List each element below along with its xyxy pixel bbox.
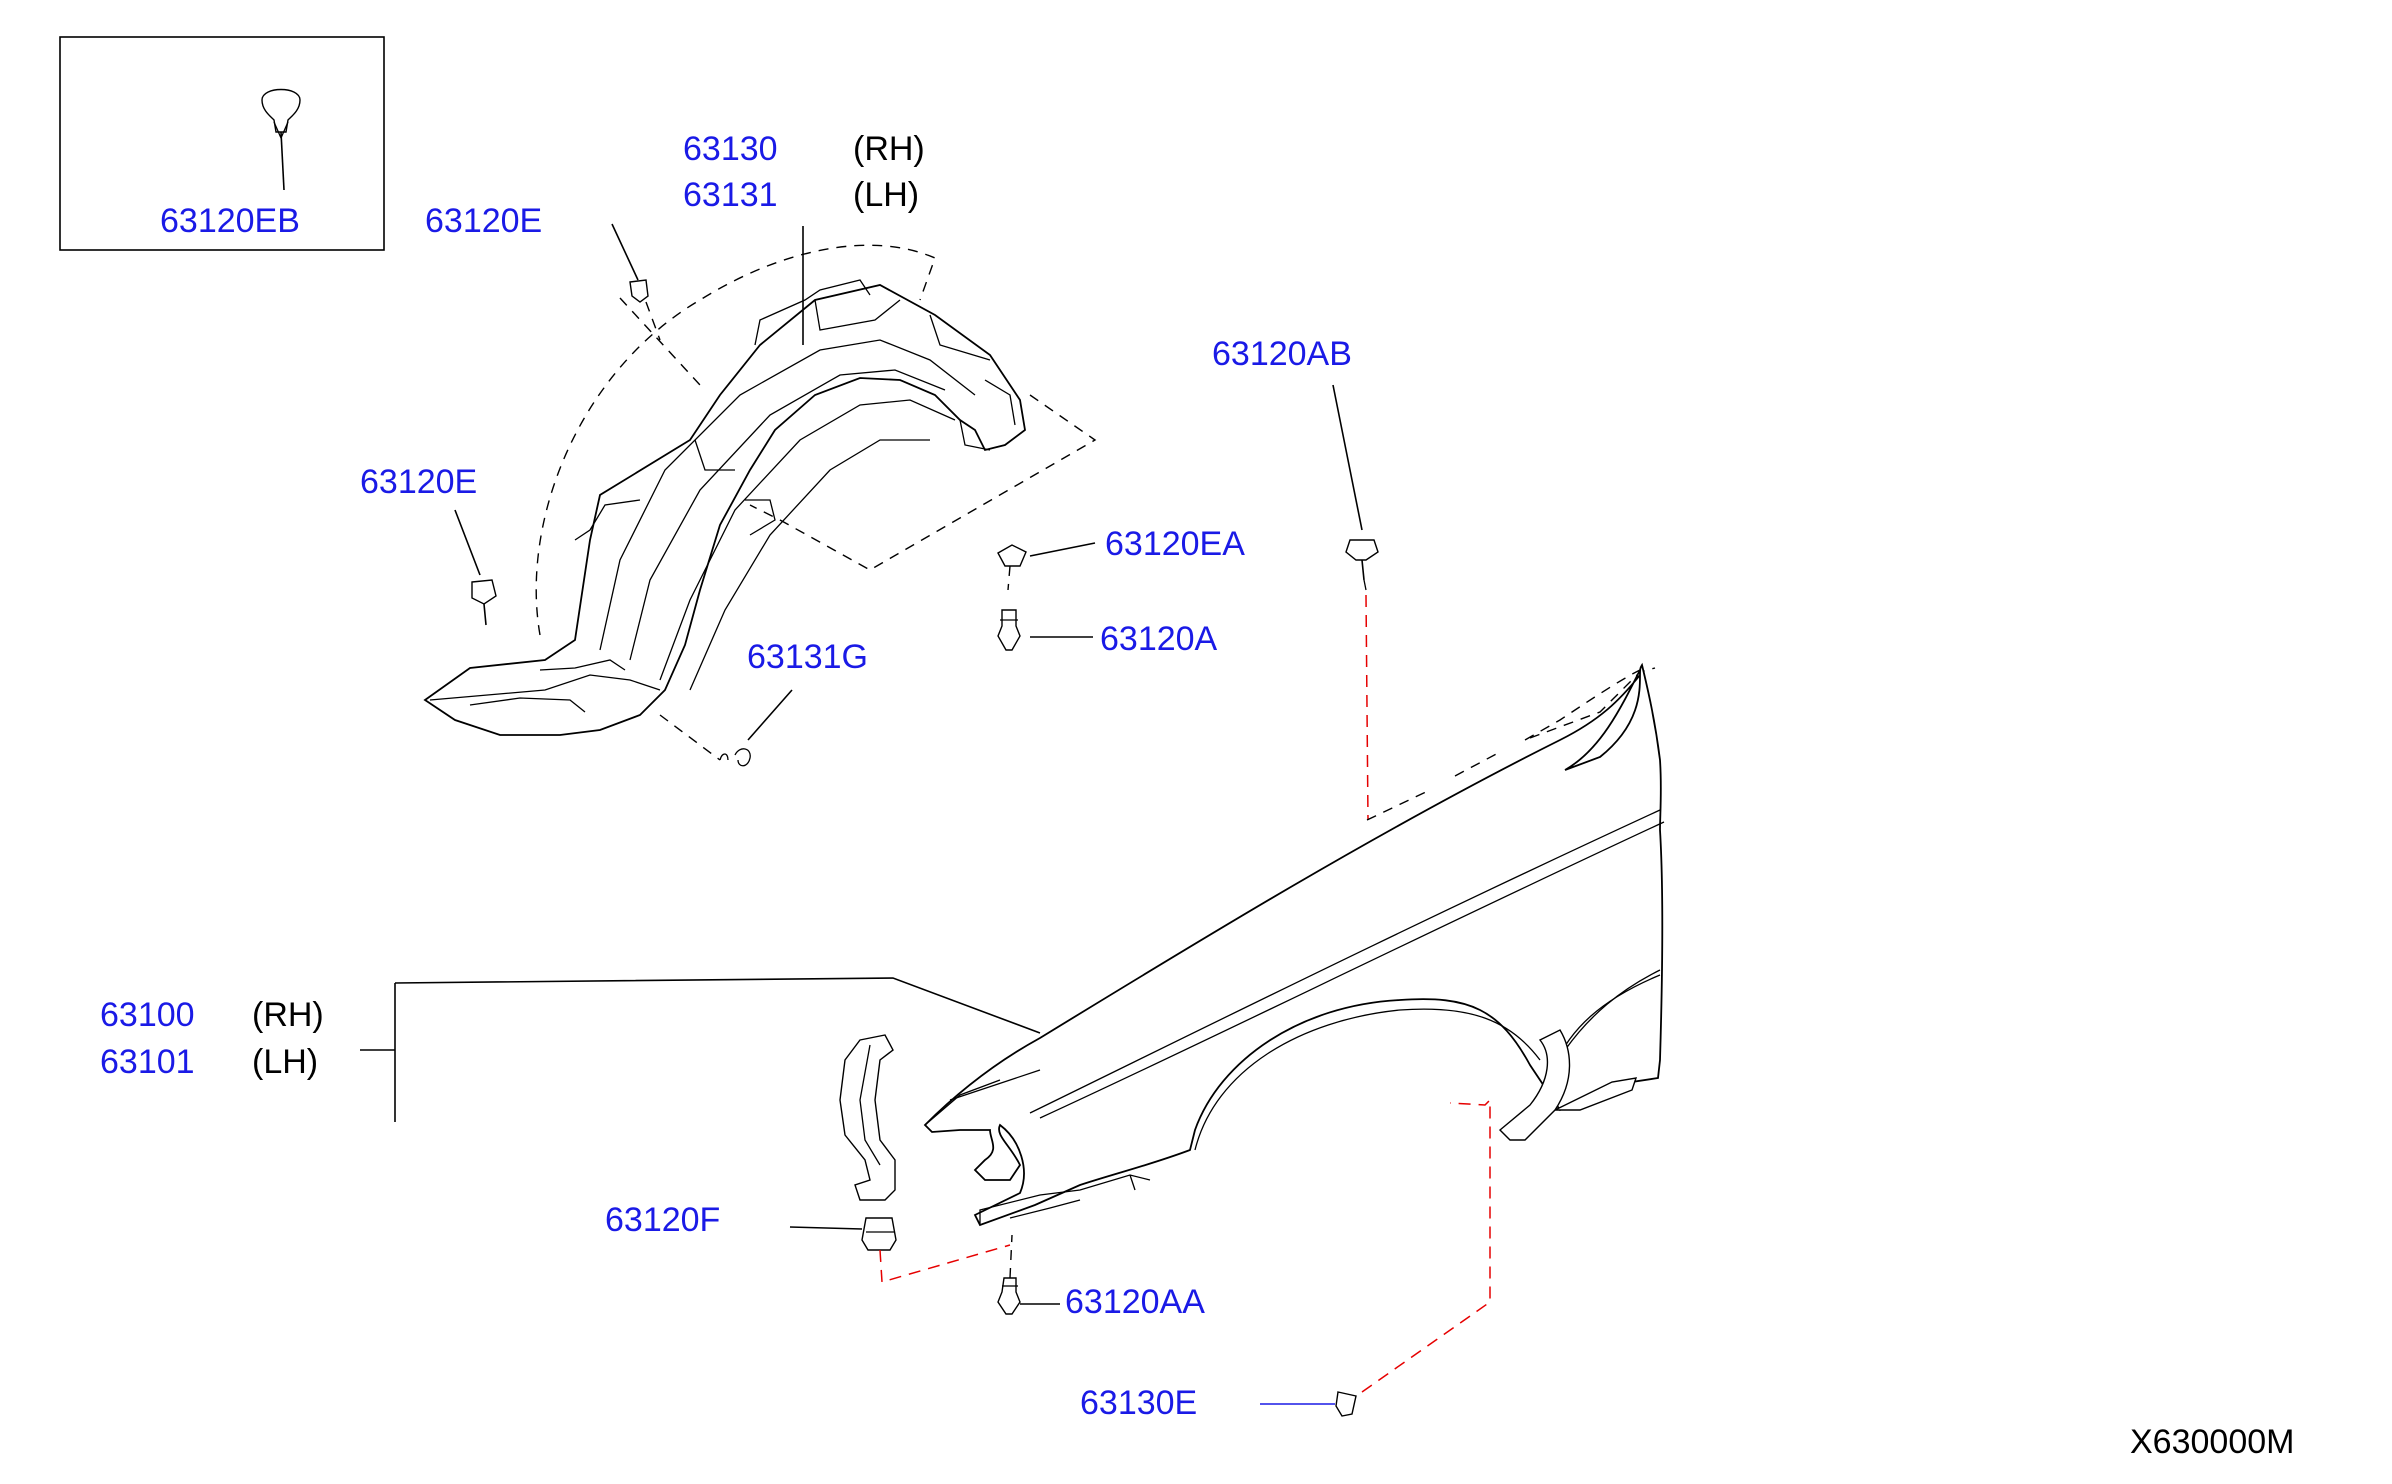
part-63120AA-label[interactable]: 63120AA [1065,1283,1205,1321]
part-63131G-label[interactable]: 63131G [747,638,868,676]
part-63120F-label[interactable]: 63120F [605,1201,720,1239]
side-rh-top: (RH) [853,130,925,168]
part-63131-label[interactable]: 63131 [683,176,778,214]
part-63100-label[interactable]: 63100 [100,996,195,1034]
clip-63131G-icon [719,689,793,767]
part-63101-label[interactable]: 63101 [100,1043,195,1081]
part-63120AB-label[interactable]: 63120AB [1212,335,1352,373]
bolt-63120AB-icon [1332,384,1379,821]
part-63120EA-label[interactable]: 63120EA [1105,525,1245,563]
part-63120E-left-label[interactable]: 63120E [360,463,477,501]
clip-63120E-left-icon [454,509,497,626]
side-lh-bottom: (LH) [252,1043,318,1081]
part-63120EB-label[interactable]: 63120EB [160,202,300,240]
push-clip-icon [261,88,301,191]
side-rh-bottom: (RH) [252,996,324,1034]
clip-63120E-top-icon [611,223,661,341]
side-lh-top: (LH) [853,176,919,214]
screw-63120AA-icon [997,1234,1060,1315]
part-63120E-top-label[interactable]: 63120E [425,202,542,240]
fender-liner-drawing [423,226,1097,761]
part-63130-label[interactable]: 63130 [683,130,778,168]
clip-inset-box: 63120EB [59,36,385,251]
part-63130E-label[interactable]: 63130E [1080,1384,1197,1422]
clip-63120EA-icon [997,542,1096,591]
front-fender-drawing [360,662,1665,1227]
clip-63130E-icon [1260,1098,1491,1417]
clip-63120F-icon [789,1217,1011,1283]
diagram-code: X630000M [2130,1423,2294,1461]
screw-63120A-icon [997,609,1093,651]
front-bracket-drawing [839,1034,896,1201]
part-63120A-label[interactable]: 63120A [1100,620,1218,658]
